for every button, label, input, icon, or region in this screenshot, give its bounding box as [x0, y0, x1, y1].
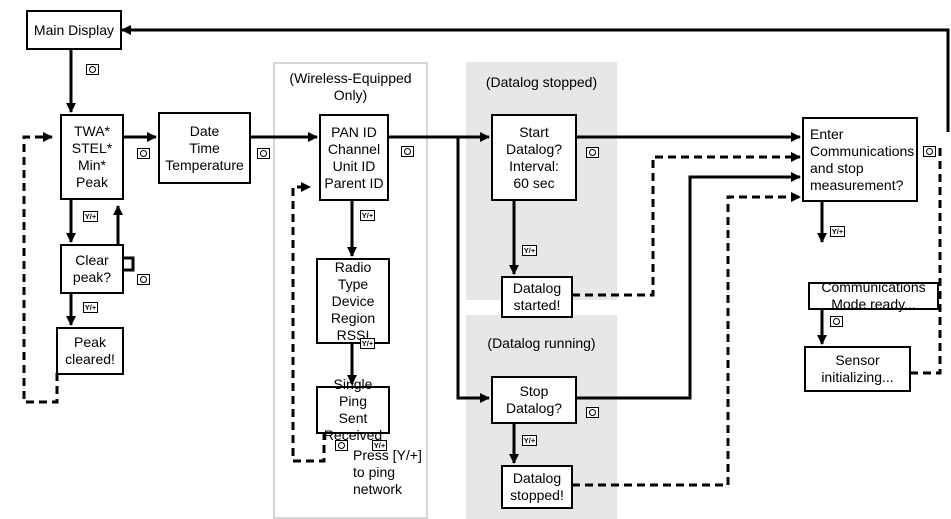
power-icon: [335, 440, 348, 451]
stopped-to-comms-dashed: [572, 191, 802, 487]
branch-to-stop-arrow: [456, 137, 491, 404]
stats-box: TWA* STEL* Min* Peak: [60, 114, 124, 200]
yes-plus-key-icon: Y/+: [830, 226, 845, 237]
yes-plus-key-icon: Y/+: [360, 338, 375, 349]
wireless-panel-title: (Wireless-Equipped Only): [289, 70, 412, 103]
yes-plus-key-icon: Y/+: [522, 435, 537, 446]
power-icon: [401, 146, 414, 157]
datalog-started-box: Datalog started!: [501, 276, 573, 318]
sensor-return-dashed: [910, 143, 942, 375]
power-icon: [830, 316, 843, 327]
press-to-ping-note: Press [Y/+] to ping network: [353, 447, 422, 497]
pan-id-box: PAN ID Channel Unit ID Parent ID: [319, 114, 389, 201]
power-icon: [586, 147, 599, 158]
power-icon: [137, 148, 150, 159]
power-icon: [586, 407, 599, 418]
power-icon: [257, 148, 270, 159]
radio-type-box: Radio Type Device Region RSSI: [316, 258, 390, 344]
yes-plus-key-icon: Y/+: [372, 440, 387, 451]
date-time-temperature-box: Date Time Temperature: [158, 112, 251, 184]
yes-plus-key-icon: Y/+: [360, 210, 375, 221]
peakcleared-to-stats-dashed: [22, 131, 59, 404]
started-to-comms-dashed: [572, 151, 802, 297]
communications-mode-ready-box: Communications Mode ready...: [808, 279, 939, 312]
yes-plus-key-icon: Y/+: [83, 211, 98, 222]
datalog-stopped-panel-title: (Datalog stopped): [485, 74, 598, 90]
clear-peak-box: Clear peak?: [60, 244, 124, 294]
ping-to-panid-dashed: [291, 181, 326, 463]
yes-plus-key-icon: Y/+: [83, 302, 98, 313]
sensor-initializing-box: Sensor initializing...: [804, 346, 911, 392]
datalog-stopped-box: Datalog stopped!: [501, 465, 573, 509]
start-datalog-box: Start Datalog? Interval: 60 sec: [491, 114, 577, 201]
return-to-main-arrow: [120, 24, 950, 132]
datalog-running-panel-title: (Datalog running): [487, 335, 596, 351]
stop-datalog-box: Stop Datalog?: [491, 376, 577, 424]
peak-cleared-box: Peak cleared!: [56, 327, 124, 375]
stop-to-comms-arrow: [576, 171, 802, 400]
clear-back-to-stats-arrow: [112, 204, 135, 272]
single-ping-box: Single Ping Sent Received: [316, 376, 390, 443]
power-icon: [137, 274, 150, 285]
enter-communications-box: Enter Communications and stop measuremen…: [802, 117, 918, 202]
yes-plus-key-icon: Y/+: [522, 245, 537, 256]
power-icon: [923, 146, 936, 157]
main-display-box: Main Display: [26, 10, 122, 50]
power-icon: [86, 64, 99, 75]
